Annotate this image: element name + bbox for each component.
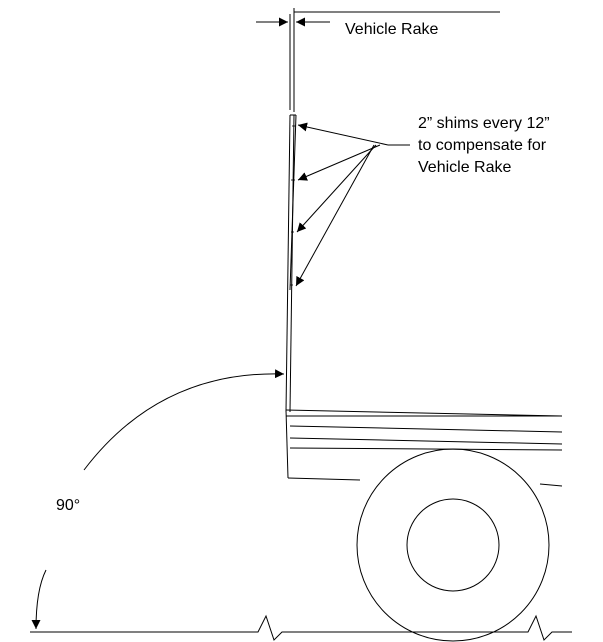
- vehicle-rake-label: Vehicle Rake: [345, 21, 438, 38]
- shims-note-line2: to compensate for: [418, 137, 547, 154]
- angle-arc: [31, 369, 285, 630]
- ground-line: [30, 614, 572, 641]
- angle-label: 90°: [56, 497, 80, 514]
- bulkhead-panel: [285, 114, 297, 413]
- shims-note: 2” shims every 12” to compensate for Veh…: [418, 115, 550, 176]
- shim-ticks: [290, 125, 296, 286]
- truck-bed: [285, 409, 563, 487]
- wheel: [356, 448, 550, 642]
- shims-note-line1: 2” shims every 12”: [418, 115, 550, 132]
- shims-note-line3: Vehicle Rake: [418, 159, 511, 176]
- shim-leader-arrows: [295, 122, 410, 287]
